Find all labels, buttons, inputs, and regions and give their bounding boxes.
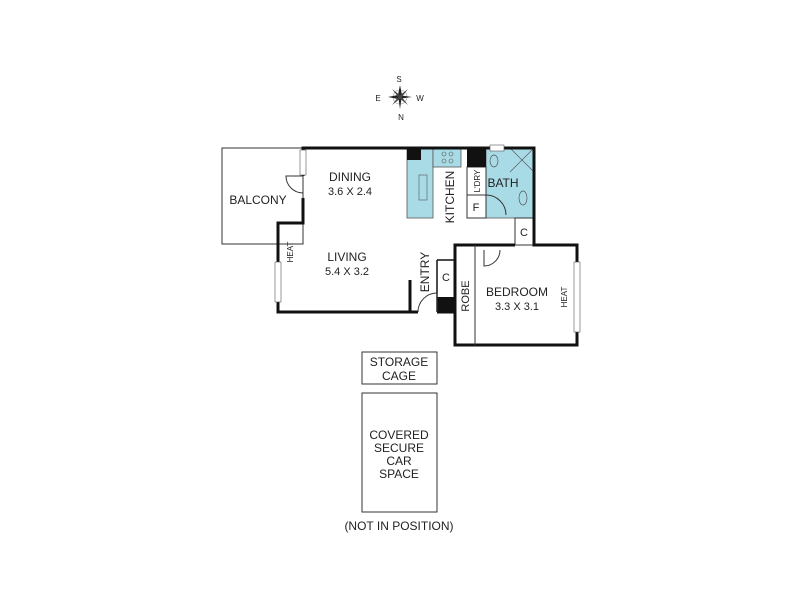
car-line3: CAR: [386, 454, 412, 468]
bedroom-size: 3.3 X 3.1: [495, 301, 539, 313]
compass-rose-icon: S E W N: [375, 75, 424, 122]
compass-south: S: [396, 75, 401, 84]
fridge-space: [466, 194, 487, 219]
bath-door: [485, 194, 507, 216]
storage-cage: [361, 351, 438, 385]
balcony-door[interactable]: [285, 175, 304, 194]
car-line1: COVERED: [369, 428, 429, 442]
dining-size: 3.6 X 2.4: [328, 186, 372, 198]
heat-living-label: HEAT: [286, 242, 295, 263]
basin-icon: [518, 190, 528, 206]
entry-label: ENTRY: [418, 252, 432, 292]
car-line4: SPACE: [379, 467, 419, 481]
compass-west: W: [416, 94, 424, 103]
car-space: [361, 392, 438, 513]
heat-bedroom-label: HEAT: [560, 287, 569, 308]
entry-cupboard-label: C: [442, 272, 450, 284]
fridge-label: F: [473, 202, 480, 214]
bath-label: BATH: [487, 176, 518, 190]
entry-door[interactable]: [417, 292, 438, 313]
toilet-icon: [489, 154, 499, 168]
dining-label: DINING: [329, 170, 371, 184]
car-line2: SECURE: [374, 441, 424, 455]
bedroom-door[interactable]: [483, 249, 501, 267]
storage-line1: STORAGE: [370, 355, 428, 369]
compass-east: E: [375, 94, 380, 103]
balcony: [221, 147, 304, 245]
cupboard-label: C: [520, 227, 528, 239]
laundry-label: L'DRY: [473, 169, 482, 192]
storage-line2: CAGE: [382, 369, 416, 383]
robe-label: ROBE: [460, 280, 472, 311]
living-label: LIVING: [327, 250, 366, 264]
compass-north: N: [398, 113, 404, 122]
living-size: 5.4 X 3.2: [325, 266, 369, 278]
bedroom-label: BEDROOM: [486, 285, 548, 299]
balcony-label: BALCONY: [229, 193, 286, 207]
kitchen-label: KITCHEN: [443, 171, 457, 224]
not-in-position-note: (NOT IN POSITION): [344, 519, 453, 533]
